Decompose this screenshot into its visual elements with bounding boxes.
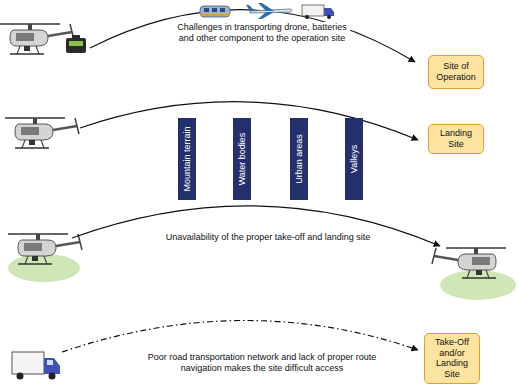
node-text: Mountain terrain bbox=[182, 126, 192, 191]
node-text: Water bodies bbox=[237, 133, 247, 186]
route-arc bbox=[72, 206, 440, 246]
truck-icon bbox=[302, 5, 334, 19]
terrain-bar: Valleys bbox=[345, 118, 363, 200]
train-icon bbox=[200, 6, 230, 17]
note-text: Unavailability of the proper take-off an… bbox=[163, 232, 374, 243]
route-arc bbox=[90, 10, 415, 62]
truck-icon bbox=[12, 352, 60, 380]
note-text: Poor road transportation network and lac… bbox=[145, 352, 380, 375]
plane-icon bbox=[246, 3, 292, 19]
node-text: Valleys bbox=[349, 145, 359, 173]
node-text: Landing Site bbox=[433, 128, 479, 150]
site-box: Site of Operation bbox=[428, 55, 484, 89]
battery-icon bbox=[66, 38, 86, 53]
ground-pad bbox=[8, 254, 80, 282]
node-text: Take-Off and/or Landing Site bbox=[429, 337, 475, 380]
terrain-bar: Water bodies bbox=[233, 118, 251, 200]
node-text: Urban areas bbox=[294, 134, 304, 184]
note-text: Challenges in transporting drone, batter… bbox=[174, 22, 350, 45]
terrain-bar: Urban areas bbox=[290, 118, 308, 200]
node-text: Site of Operation bbox=[433, 61, 479, 83]
site-box: Landing Site bbox=[428, 124, 484, 154]
terrain-bar: Mountain terrain bbox=[178, 118, 196, 200]
site-box: Take-Off and/or Landing Site bbox=[424, 333, 480, 384]
route-arc bbox=[62, 320, 418, 352]
